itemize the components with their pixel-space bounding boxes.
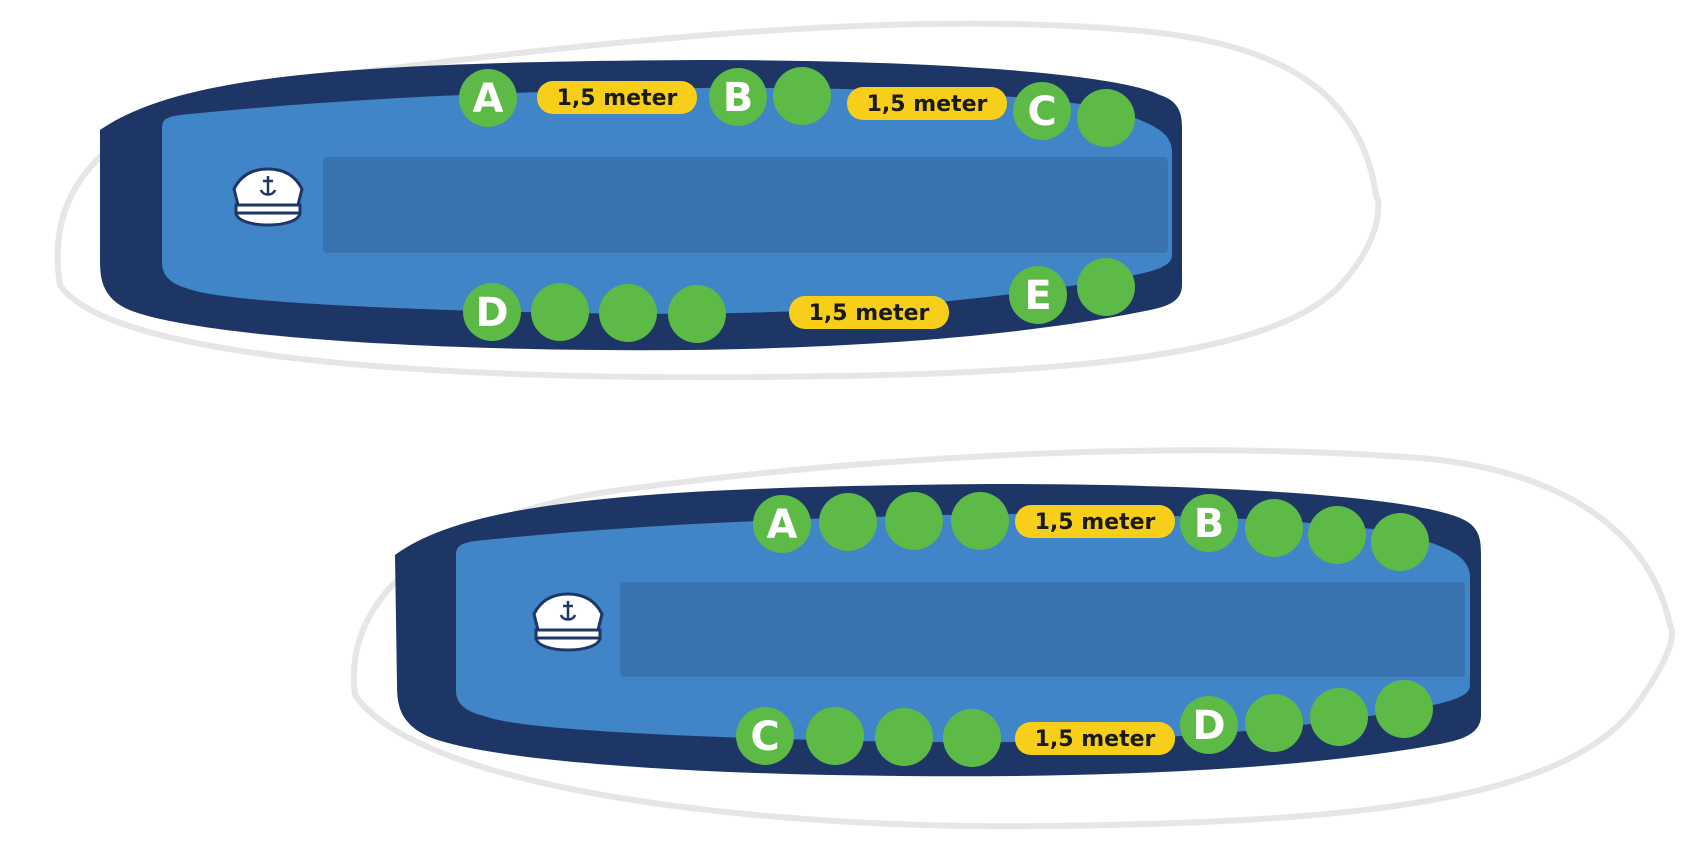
- group-letter-e: E: [1024, 273, 1051, 319]
- seat: [943, 709, 1001, 767]
- seat-group-b-leader: [1180, 494, 1238, 552]
- group-letter-d: D: [475, 290, 508, 336]
- seat: [1375, 680, 1433, 738]
- seat-group-a-leader: [753, 495, 811, 553]
- distance-tag: [1015, 722, 1175, 755]
- boat-1: A 1,5 meter B 1,5 meter C D 1,5 meter E: [54, 20, 1382, 381]
- seat-group-d-leader: [463, 283, 521, 341]
- seat: [599, 284, 657, 342]
- seat: [668, 285, 726, 343]
- group-letter-d: D: [1192, 703, 1225, 749]
- distance-tag: [1015, 505, 1175, 538]
- group-letter-c: C: [1027, 89, 1056, 135]
- seat: [1371, 513, 1429, 571]
- seat: [806, 707, 864, 765]
- distance-tag: [537, 81, 697, 114]
- seat: [1310, 688, 1368, 746]
- seat-group-e-leader: [1009, 266, 1067, 324]
- seat: [885, 492, 943, 550]
- distance-label: 1,5 meter: [1035, 510, 1156, 535]
- seat: [875, 708, 933, 766]
- group-letter-a: A: [473, 76, 504, 122]
- seat: [773, 67, 831, 125]
- seat: [1308, 506, 1366, 564]
- distance-label: 1,5 meter: [809, 301, 930, 326]
- group-letter-b: B: [723, 75, 754, 121]
- seat: [819, 493, 877, 551]
- captain-hat-icon: [532, 592, 604, 652]
- boat-2: A 1,5 meter B C 1,5 meter D: [350, 447, 1676, 830]
- seat-group-d-leader: [1180, 696, 1238, 754]
- distance-label: 1,5 meter: [557, 86, 678, 111]
- distance-tag: [847, 87, 1007, 120]
- seat: [1245, 499, 1303, 557]
- group-letter-b: B: [1194, 501, 1225, 547]
- seat: [1077, 258, 1135, 316]
- seat-group-a-leader: [459, 69, 517, 127]
- captain-hat-icon: [232, 167, 304, 227]
- seat-group-c-leader: [736, 707, 794, 765]
- distance-tag: [789, 296, 949, 329]
- boat-2-bench: [620, 582, 1465, 677]
- seat-group-c-leader: [1013, 82, 1071, 140]
- seat: [1245, 694, 1303, 752]
- seat: [531, 283, 589, 341]
- seat-group-b-leader: [709, 68, 767, 126]
- group-letter-c: C: [750, 714, 779, 760]
- distance-label: 1,5 meter: [1035, 727, 1156, 752]
- distance-label: 1,5 meter: [867, 92, 988, 117]
- group-letter-a: A: [767, 502, 798, 548]
- boat-1-bench: [323, 157, 1168, 253]
- seat: [1077, 89, 1135, 147]
- seat: [951, 492, 1009, 550]
